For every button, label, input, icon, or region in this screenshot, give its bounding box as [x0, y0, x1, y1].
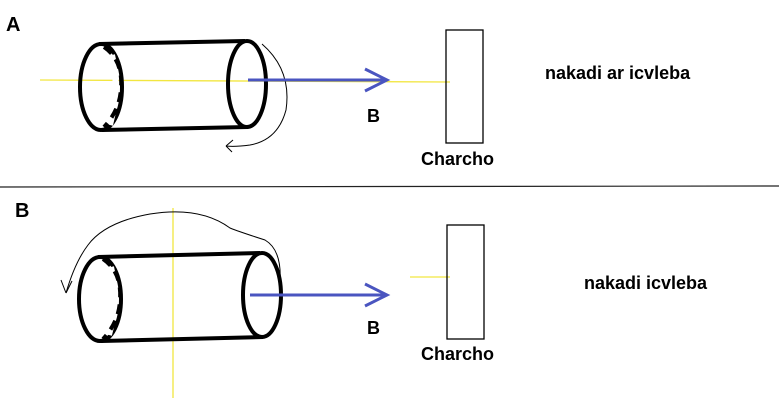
panel-b-rotation-arrow — [65, 211, 281, 294]
panel-b-vector-label: B — [367, 318, 380, 338]
panel-a-magnet — [78, 39, 268, 132]
panel-a-field-vector-arrowhead-icon — [364, 67, 391, 93]
panel-b-magnet-hidden-edge — [101, 257, 123, 341]
panel-a-vector-label: B — [367, 106, 380, 126]
panel-a-rotation-arrow — [225, 43, 288, 147]
panel-b-frame-label: Charcho — [421, 344, 494, 364]
panel-b-rotation-arrowhead-icon — [60, 279, 73, 294]
panel-a-magnet-hidden-mask — [107, 54, 119, 126]
panel-b-caption: nakadi icvleba — [584, 273, 708, 293]
panel-b-field-vector-arrowhead-icon — [364, 282, 391, 308]
panel-a-rotation-arrowhead-icon — [225, 139, 234, 153]
panel-b: B B Charcho nakadi icvleba — [15, 200, 708, 398]
panel-a-frame-label: Charcho — [421, 149, 494, 169]
panel-a-caption: nakadi ar icvleba — [545, 63, 691, 83]
panel-b-label: B — [15, 200, 29, 222]
panel-a-magnet-hidden-edge — [102, 45, 124, 129]
panel-a-label: A — [6, 14, 20, 36]
panel-b-magnet — [77, 251, 283, 343]
panel-a-frame — [445, 29, 484, 144]
panel-a: A B Charcho nakadi ar icvleba — [6, 14, 691, 169]
panel-b-frame — [446, 224, 485, 340]
panel-divider — [0, 185, 780, 188]
